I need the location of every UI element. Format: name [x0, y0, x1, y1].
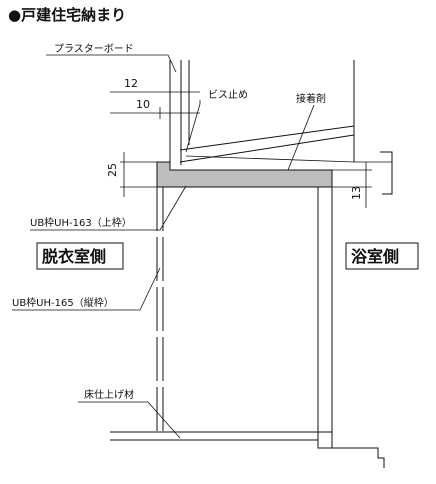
adhesive-label: 接着剤	[296, 92, 326, 105]
screw-label: ビス止め	[208, 89, 248, 101]
screw-leader	[185, 100, 201, 153]
dim-12-value: 12	[124, 77, 138, 90]
floor-finish-label: 床仕上げ材	[84, 388, 134, 401]
page-title: ●戸建住宅納まり	[8, 6, 126, 24]
ub-vertical-frame-leader	[12, 267, 161, 311]
floor-finish-leader	[78, 401, 181, 439]
threshold-step	[317, 432, 333, 449]
bath-floor-profile	[332, 447, 385, 468]
ub-vertical-frame-label: UB枠UH-165（縦枠）	[12, 296, 114, 309]
plaster-board-label: プラスターボード	[54, 43, 134, 55]
bath-bracket	[380, 151, 393, 195]
dim-13-value: 13	[350, 186, 363, 200]
ceiling-panel-edge	[185, 155, 355, 163]
ceiling-panel-bottom	[179, 134, 355, 163]
ub-top-frame-leader	[30, 185, 187, 231]
adhesive-leader	[287, 104, 315, 171]
ceiling-panel-top	[179, 125, 355, 151]
plaster-board-leader	[46, 54, 177, 73]
dim-25-value: 25	[106, 163, 119, 177]
bathroom-box	[345, 242, 419, 270]
dressing-room-label: 脱衣室側	[42, 247, 106, 266]
top-frame-shape	[156, 161, 333, 188]
bathroom-label: 浴室側	[351, 247, 399, 266]
ub-top-frame-label: UB枠UH-163（上枠）	[30, 216, 132, 229]
dim-10-value: 10	[136, 98, 150, 111]
dressing-room-box	[36, 242, 124, 270]
